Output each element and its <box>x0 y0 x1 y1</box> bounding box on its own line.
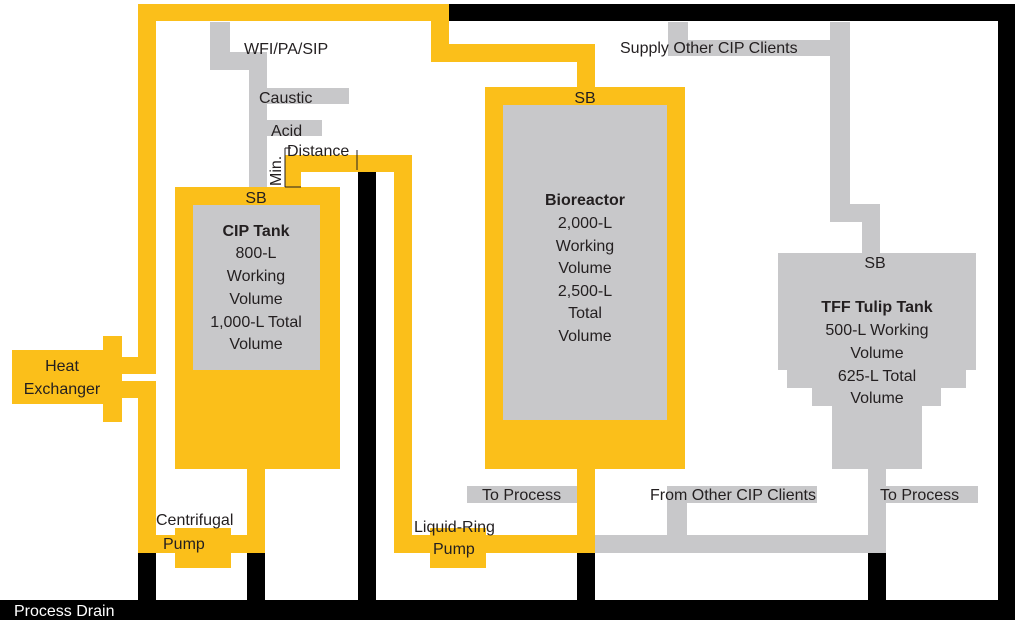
process-left-lower <box>138 390 156 550</box>
drain-bioreactor-riser <box>577 548 595 608</box>
process-bioreactor-inlet <box>577 44 595 90</box>
return-header <box>595 535 886 553</box>
supply-other-line <box>668 40 830 56</box>
supply-to-tff-lower <box>862 204 880 254</box>
sb-tff-label: SB <box>864 255 885 272</box>
drain-top-line <box>449 4 1015 21</box>
cip-tank-line-0: 800-L <box>236 245 277 262</box>
cip-tank-title: CIP Tank <box>223 223 290 240</box>
cip-tank-outlet <box>247 468 265 553</box>
min-label: Min. <box>268 156 285 186</box>
bioreactor-title: Bioreactor <box>545 192 625 209</box>
tff-tank-body-1 <box>778 253 976 370</box>
from-other-label: From Other CIP Clients <box>650 487 816 504</box>
tff-tank-body-4 <box>832 406 922 469</box>
heat-exchanger-pipe-bottom <box>122 381 156 398</box>
drain-lines <box>0 4 1015 620</box>
sb-bioreactor-label: SB <box>574 90 595 107</box>
wfi-label: WFI/PA/SIP <box>244 41 328 58</box>
drain-left-riser <box>138 548 156 608</box>
process-left-riser <box>138 4 156 374</box>
supply-other-label: Supply Other CIP Clients <box>620 40 798 57</box>
bioreactor-line-0: 2,000-L <box>558 215 612 232</box>
cip-tank-line-2: Volume <box>229 291 282 308</box>
cip-return-vertical <box>394 155 412 548</box>
tff-outlet-pipe <box>868 468 886 553</box>
supply-to-tff-upper <box>830 22 850 222</box>
drain-right-line <box>998 4 1015 616</box>
cip-tank-line-4: Volume <box>229 336 282 353</box>
process-top-left <box>138 4 449 21</box>
bioreactor-line-3: 2,500-L <box>558 283 612 300</box>
acid-label: Acid <box>271 123 302 140</box>
cip-return-horizontal <box>285 155 412 172</box>
drain-cip-riser <box>247 548 265 608</box>
lrp-header <box>394 535 595 553</box>
heat-exchanger-cap-top <box>103 336 122 350</box>
heat-exchanger-label-1: Heat <box>45 358 79 375</box>
centrifugal-pump-body <box>175 528 231 568</box>
tff-tank-line-2: 625-L Total <box>838 368 916 385</box>
to-process-label-2: To Process <box>880 487 959 504</box>
tff-tank-line-1: Volume <box>850 345 903 362</box>
centrifugal-pump-label-2: Pump <box>163 536 205 553</box>
heat-exchanger-cap-bottom <box>103 404 122 422</box>
cip-feed-pipe <box>249 52 267 187</box>
bioreactor-outlet <box>577 468 595 553</box>
to-process-label-1: To Process <box>482 487 561 504</box>
bioreactor-line-1: Working <box>556 238 614 255</box>
tff-tank-line-0: 500-L Working <box>825 322 928 339</box>
cip-tank-line-3: 1,000-L Total <box>210 314 302 331</box>
to-process-right-stub <box>868 486 978 503</box>
drain-center-riser <box>358 170 376 608</box>
to-process-left-stub <box>467 486 578 503</box>
liquid-ring-pump-label-2: Pump <box>433 541 475 558</box>
cip-tank-interior <box>193 205 320 370</box>
from-other-top-line <box>667 486 817 503</box>
utility-lines <box>210 22 978 553</box>
drain-tff-riser <box>868 548 886 608</box>
process-drain-label: Process Drain <box>14 603 114 620</box>
liquid-ring-pump-body <box>430 528 486 568</box>
bioreactor-line-2: Volume <box>558 260 611 277</box>
process-top-to-bioreactor <box>431 44 595 62</box>
centrifugal-pump-label-1: Centrifugal <box>156 512 233 529</box>
bioreactor-interior <box>503 105 667 420</box>
caustic-stub <box>249 88 349 104</box>
min-distance-bracket <box>284 147 358 188</box>
tff-tank-line-3: Volume <box>850 390 903 407</box>
bioreactor-line-5: Volume <box>558 328 611 345</box>
acid-stub <box>249 120 322 136</box>
heat-exchanger-pipe-top <box>122 357 156 374</box>
tff-tank-body-3 <box>812 388 941 406</box>
heat-exchanger-body <box>12 350 122 404</box>
tff-tank-title: TFF Tulip Tank <box>821 299 932 316</box>
bioreactor-line-4: Total <box>568 305 602 322</box>
heat-exchanger-label-2: Exchanger <box>24 381 101 398</box>
caustic-label: Caustic <box>259 90 312 107</box>
tff-tulip-tank <box>778 253 976 469</box>
process-lines <box>12 4 595 568</box>
distance-label: Distance <box>287 143 349 160</box>
cip-tank-line-1: Working <box>227 268 285 285</box>
liquid-ring-pump-label-1: Liquid-Ring <box>414 519 495 536</box>
sb-cip-label: SB <box>245 190 266 207</box>
tff-tank-body-2 <box>787 370 966 388</box>
